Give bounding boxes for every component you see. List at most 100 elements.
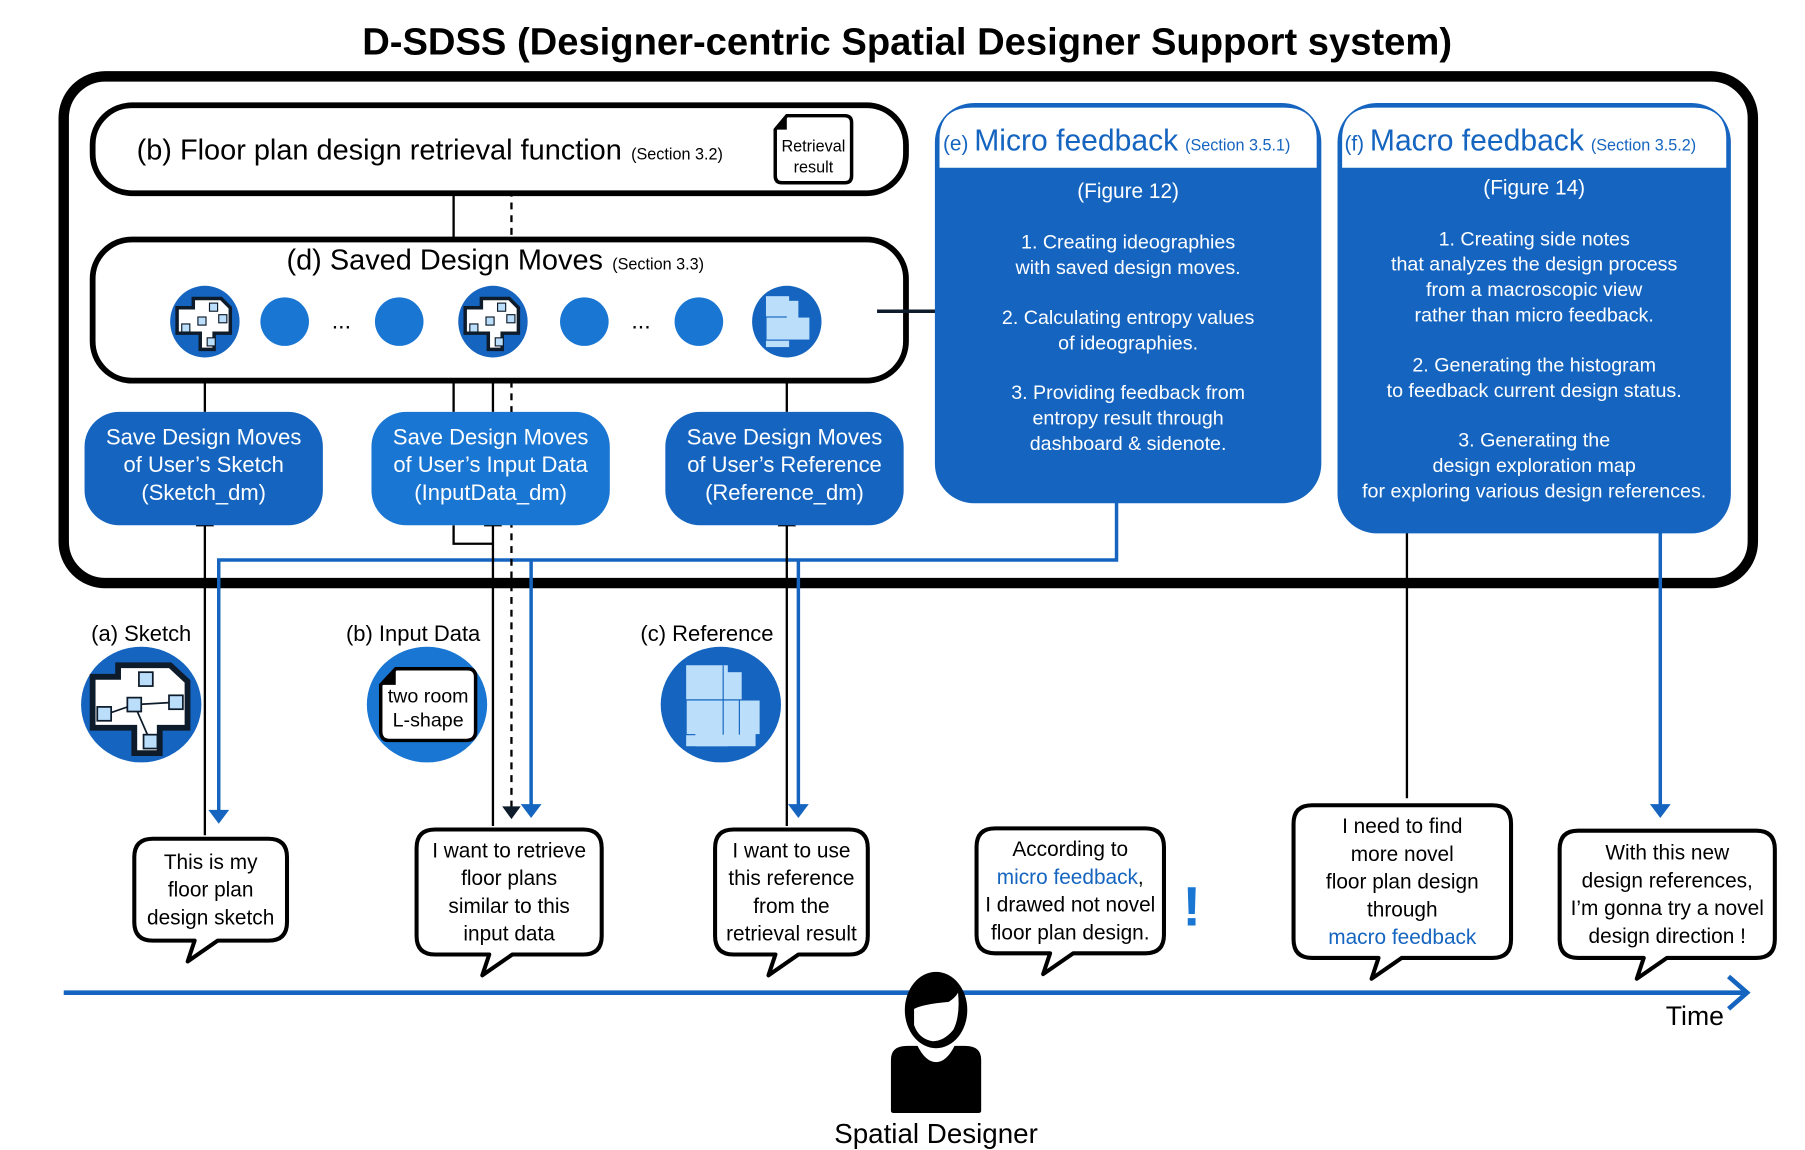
micro-item-line: 2. Calculating entropy values xyxy=(1002,307,1255,329)
bubble-line: design sketch xyxy=(147,906,274,929)
bubble-text: floor plan design xyxy=(1326,871,1479,894)
bubble-text: This is my xyxy=(164,851,258,874)
time-axis: Time xyxy=(63,974,1751,1031)
macro-item-line: for exploring various design references. xyxy=(1362,480,1706,502)
bubble-line: With this new xyxy=(1605,842,1730,865)
bubble-line: floor plan design xyxy=(1326,871,1479,894)
input-data-label: (b) Input Data xyxy=(346,621,481,646)
macro-title: Macro feedback xyxy=(1370,124,1585,157)
bubble-text: retrieval result xyxy=(726,923,857,946)
macro-item-line: 1. Creating side notes xyxy=(1439,228,1630,250)
retrieval-function-box: (b) Floor plan design retrieval function… xyxy=(89,102,909,197)
sketch-floorplan-icon xyxy=(89,662,191,757)
bubble-text: from the xyxy=(753,895,829,918)
retrieval-note-line-1: Retrieval xyxy=(781,138,845,156)
bubble-line: I want to retrieve xyxy=(432,839,586,862)
svg-text:(d) Saved Design Moves(Section: (d) Saved Design Moves(Section 3.3) xyxy=(286,245,704,277)
save-box-line: of User’s Reference xyxy=(687,452,882,477)
bubble-line: design direction ! xyxy=(1589,925,1746,948)
reference-move-node xyxy=(752,285,822,358)
arrowhead-down xyxy=(787,804,809,818)
macro-item-line: that analyzes the design process xyxy=(1391,254,1677,276)
macro-item-line: to feedback current design status. xyxy=(1387,380,1682,402)
speech-bubble: With this new design references, I’m gonna… xyxy=(1557,828,1777,981)
speech-bubble: I need to find more novel floor plan desig… xyxy=(1291,803,1514,981)
bubble-text: more novel xyxy=(1351,843,1454,866)
speech-bubbles: This is my floor plan design sketch I want … xyxy=(132,803,1777,981)
retrieval-result-note: Retrieval result xyxy=(773,113,854,185)
system-frame xyxy=(58,71,1759,589)
macro-item-line: rather than micro feedback. xyxy=(1415,305,1654,327)
retrieval-note-line-2: result xyxy=(794,158,834,176)
ellipsis-text: ... xyxy=(631,308,650,334)
retrieval-label: (b) Floor plan design retrieval function xyxy=(137,135,622,167)
input-data: (b) Input Data two room L-shape xyxy=(346,621,488,763)
bubble-line: through xyxy=(1367,898,1438,921)
bubble-text: floor plan design. xyxy=(991,921,1150,944)
reference-floorplan-icon xyxy=(685,665,761,747)
micro-feedback-body: (Figure 12)1. Creating ideographieswith … xyxy=(1002,180,1255,455)
bubble-line: floor plan xyxy=(168,879,254,902)
highlight-text: macro feedback xyxy=(1328,926,1477,949)
macro-item-line: 3. Generating the xyxy=(1458,430,1610,452)
bubble-line: this reference xyxy=(728,867,854,890)
bubble-suffix: , xyxy=(1138,866,1144,889)
macro-item-line: 2. Generating the histogram xyxy=(1412,354,1656,376)
feedback-arrowheads xyxy=(208,804,1671,824)
bubble-text: I need to find xyxy=(1342,815,1462,838)
input-sketch: (a) Sketch xyxy=(81,621,202,763)
bubble-line: floor plans xyxy=(461,867,557,890)
retrieval-result-dashed-line xyxy=(510,172,776,810)
design-move-node xyxy=(560,297,609,346)
sketch-move-node xyxy=(170,285,240,358)
micro-item-line: 1. Creating ideographies xyxy=(1021,232,1235,254)
save-box-line: Save Design Moves xyxy=(106,424,301,449)
time-axis-label: Time xyxy=(1666,1001,1724,1031)
speech-bubble: I want to retrieve floor plans similar to … xyxy=(414,827,604,978)
save-box-line: (Sketch_dm) xyxy=(141,480,266,505)
bubble-text: According to xyxy=(1012,838,1128,861)
bubble-line: input data xyxy=(463,923,555,946)
bubble-text: I drawed not novel xyxy=(985,894,1155,917)
bubble-text: I’m gonna try a novel xyxy=(1571,897,1764,920)
macro-section: (Section 3.5.2) xyxy=(1591,136,1696,154)
bubble-line: micro feedback, xyxy=(997,866,1144,889)
bubble-text: floor plan xyxy=(168,879,254,902)
sketch-move-node xyxy=(458,285,528,358)
bubble-line: similar to this xyxy=(448,895,569,918)
bubble-text: this reference xyxy=(728,867,854,890)
bubble-text: floor plans xyxy=(461,867,557,890)
input-note-line-2: L-shape xyxy=(393,710,464,732)
bubble-text: design references, xyxy=(1582,869,1753,892)
exclamation-mark: ! xyxy=(1182,876,1201,938)
actor-label: Spatial Designer xyxy=(834,1118,1038,1149)
bubble-text: through xyxy=(1367,898,1438,921)
svg-text:(e)Micro feedback(Section 3.5.: (e)Micro feedback(Section 3.5.1) xyxy=(943,124,1290,157)
micro-item-line: with saved design moves. xyxy=(1015,257,1241,279)
micro-feedback-panel: (e)Micro feedback(Section 3.5.1) (Figure… xyxy=(934,102,1322,504)
bubble-text: design direction ! xyxy=(1589,925,1746,948)
input-note-icon: two room L-shape xyxy=(378,666,478,743)
bubble-line: retrieval result xyxy=(726,923,857,946)
micro-title: Micro feedback xyxy=(974,124,1179,157)
saved-moves-row: ...... xyxy=(170,285,822,358)
bubble-text: design sketch xyxy=(147,906,274,929)
person-icon xyxy=(890,971,982,1113)
bubble-line: floor plan design. xyxy=(991,921,1150,944)
bubble-text: input data xyxy=(463,923,555,946)
micro-item-line: dashboard & sidenote. xyxy=(1030,433,1227,455)
bubble-line: I’m gonna try a novel xyxy=(1571,897,1764,920)
saved-design-moves-box: (d) Saved Design Moves(Section 3.3) ....… xyxy=(89,236,909,384)
saved-moves-label: (d) Saved Design Moves xyxy=(286,245,603,277)
bubble-line: This is my xyxy=(164,851,258,874)
svg-text:(f)Macro feedback(Section 3.5.: (f) Macro feedback (Section 3.5.2) xyxy=(1344,124,1696,157)
highlight-text: micro feedback xyxy=(997,866,1139,889)
micro-prefix: (e) xyxy=(943,132,968,155)
design-move-node xyxy=(260,297,309,346)
macro-prefix: (f) xyxy=(1344,132,1364,155)
